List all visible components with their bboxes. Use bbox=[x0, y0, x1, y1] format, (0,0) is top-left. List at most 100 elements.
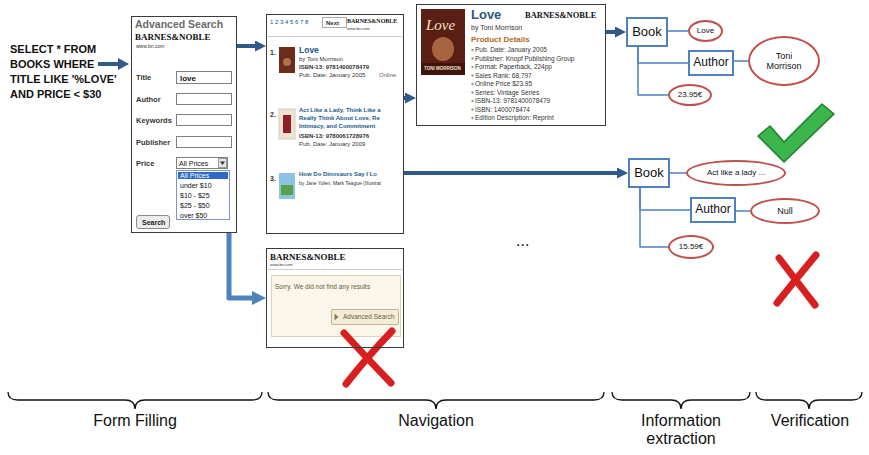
check-mark bbox=[758, 104, 834, 162]
screenshot-text: www.bn.com bbox=[270, 262, 293, 267]
screenshot-text: 2. bbox=[270, 111, 276, 118]
screenshot-text: www.bn.com bbox=[347, 26, 370, 31]
screenshot-text: 1 2 3 4 5 6 7 8 bbox=[270, 19, 308, 25]
node-label: Love bbox=[697, 26, 714, 35]
screenshot-text: Act Like a Lady, Think Like a bbox=[299, 107, 381, 113]
node-label: Author bbox=[695, 203, 730, 217]
screenshot-text: Next bbox=[326, 20, 339, 26]
advanced-search-button: Advanced Search bbox=[331, 309, 399, 325]
screenshot-text: Sorry. We did not find any results bbox=[275, 283, 370, 290]
screenshot-text: Really Think About Love, Re bbox=[299, 115, 380, 121]
node-label: Book bbox=[634, 166, 664, 181]
product-detail-screenshot: LoveTONI MORRISONLoveBARNES&NOBLEby Toni… bbox=[416, 4, 606, 126]
screenshot-text: Sales Rank: 68,797 bbox=[475, 72, 532, 79]
entity-box: Author bbox=[688, 50, 734, 76]
screenshot-text: Author bbox=[136, 95, 161, 104]
value-ellipse: 23.95€ bbox=[668, 84, 712, 106]
screenshot-text: All Prices bbox=[179, 160, 208, 167]
screenshot-text: over $50 bbox=[180, 212, 207, 219]
stage-label: Verification bbox=[758, 412, 862, 430]
tree-line bbox=[734, 60, 748, 62]
screenshot-text: BARNES&NOBLE bbox=[525, 10, 596, 20]
screenshot-text: How Do Dinosaurs Say I Lo bbox=[299, 171, 377, 177]
flow-arrow bbox=[229, 233, 253, 298]
value-ellipse: Love bbox=[688, 20, 723, 42]
screenshot-text: Product Details bbox=[471, 35, 530, 44]
screenshot-text: by Toni Morrison bbox=[471, 24, 522, 31]
cross-mark bbox=[344, 331, 392, 384]
node-label: Act like a lady ... bbox=[707, 168, 765, 177]
screenshot-text: Publisher: Knopf Publishing Group bbox=[475, 55, 574, 62]
node-label: Author bbox=[693, 56, 728, 70]
screenshot-text: Love bbox=[426, 17, 455, 34]
screenshot-text: 1. bbox=[270, 49, 276, 56]
screenshot-text: Format: Paperback, 224pp bbox=[475, 63, 552, 70]
screenshot-text: Advanced Search bbox=[135, 18, 223, 30]
screenshot-text: ISBN: 1400078474 bbox=[475, 106, 530, 113]
screenshot-text: Love bbox=[299, 45, 319, 55]
no-results-screenshot: BARNES&NOBLEwww.bn.comSorry. We did not … bbox=[266, 248, 404, 348]
node-label: Toni Morrison bbox=[761, 51, 807, 72]
screenshot-text: BARNES&NOBLE bbox=[135, 32, 211, 42]
screenshot-text: $10 - $25 bbox=[180, 192, 210, 199]
flow-arrow bbox=[404, 171, 618, 175]
dropdown-list: All Pricesunder $10$10 - $25$25 - $50ove… bbox=[176, 170, 230, 220]
cross-mark bbox=[777, 255, 816, 305]
screenshot-text: Pub. Date: January 2005 bbox=[475, 46, 547, 53]
screenshot-text: Keywords bbox=[136, 116, 172, 125]
screenshot-text: ISBN-13: 9780061728976 bbox=[299, 133, 369, 139]
result-thumbnails bbox=[268, 18, 402, 200]
screenshot-text: Edition Description: Reprint bbox=[475, 114, 554, 121]
tree-line bbox=[668, 30, 688, 32]
ellipsis: ... bbox=[516, 232, 529, 250]
text-input: love bbox=[176, 71, 232, 84]
screenshot-text: Publisher bbox=[136, 138, 170, 147]
screenshot-text: Pub. Date: January 2005 bbox=[299, 72, 365, 78]
stage-label: Form Filling bbox=[60, 412, 210, 430]
query-arrow bbox=[98, 58, 129, 70]
screenshot-text: BARNES&NOBLE bbox=[347, 18, 397, 24]
screenshot-text: Online Price $23.95 bbox=[475, 80, 532, 87]
flow-arrow bbox=[404, 96, 406, 100]
screenshot-text: Intimacy, and Commitment bbox=[299, 123, 375, 129]
tree-line bbox=[736, 210, 750, 212]
screenshot-text: by Toni Morrison bbox=[299, 56, 343, 62]
node-label: Null bbox=[777, 206, 793, 216]
screenshot-text: TONI MORRISON bbox=[424, 66, 461, 71]
flow-arrow bbox=[606, 30, 616, 34]
screenshot-text: Series: Vintage Series bbox=[475, 89, 539, 96]
results-list-screenshot: 1 2 3 4 5 6 7 8 Next BARNES&NOBLE www.bn.co… bbox=[266, 14, 404, 234]
value-ellipse: 15.59€ bbox=[668, 235, 714, 259]
screenshot-text: by Jane Yolen, Mark Teague (Illustrat bbox=[299, 180, 381, 186]
tree-line bbox=[640, 188, 668, 247]
stage-label: Information extraction bbox=[616, 412, 746, 448]
screenshot-text: BARNES&NOBLE bbox=[270, 252, 346, 262]
screenshot-text: www.bn.com bbox=[136, 43, 164, 49]
screenshot-text: All Prices bbox=[178, 172, 228, 179]
screenshot-text: Pub. Date: January 2009 bbox=[299, 141, 365, 147]
screenshot-text: under $10 bbox=[180, 182, 212, 189]
screenshot-text: Price bbox=[136, 159, 154, 168]
search-button: Search bbox=[136, 215, 170, 229]
tree-line bbox=[670, 172, 686, 174]
book-cover bbox=[421, 9, 465, 75]
screenshot-text: love bbox=[180, 74, 196, 83]
screenshot-text: Online bbox=[379, 72, 396, 78]
screenshot-text: ISBN-13: 9781400078479 bbox=[475, 97, 550, 104]
entity-box: Author bbox=[690, 197, 736, 223]
tree-line bbox=[638, 47, 668, 95]
no-results-panel bbox=[268, 270, 402, 337]
value-ellipse: Toni Morrison bbox=[748, 36, 820, 86]
node-label: 23.95€ bbox=[678, 90, 702, 99]
value-ellipse: Null bbox=[750, 198, 820, 224]
entity-box: Book bbox=[628, 158, 670, 188]
select-box: All Prices bbox=[176, 157, 228, 169]
stage-label: Navigation bbox=[386, 412, 486, 430]
entity-box: Book bbox=[626, 17, 668, 47]
node-label: Book bbox=[632, 25, 662, 40]
flow-arrow bbox=[237, 44, 256, 48]
screenshot-text: Search bbox=[142, 219, 165, 226]
screenshot-text: Title bbox=[136, 73, 151, 82]
stage-brackets bbox=[8, 392, 862, 409]
search-form-screenshot: Advanced SearchBARNES&NOBLEwww.bn.comTit… bbox=[131, 16, 237, 233]
